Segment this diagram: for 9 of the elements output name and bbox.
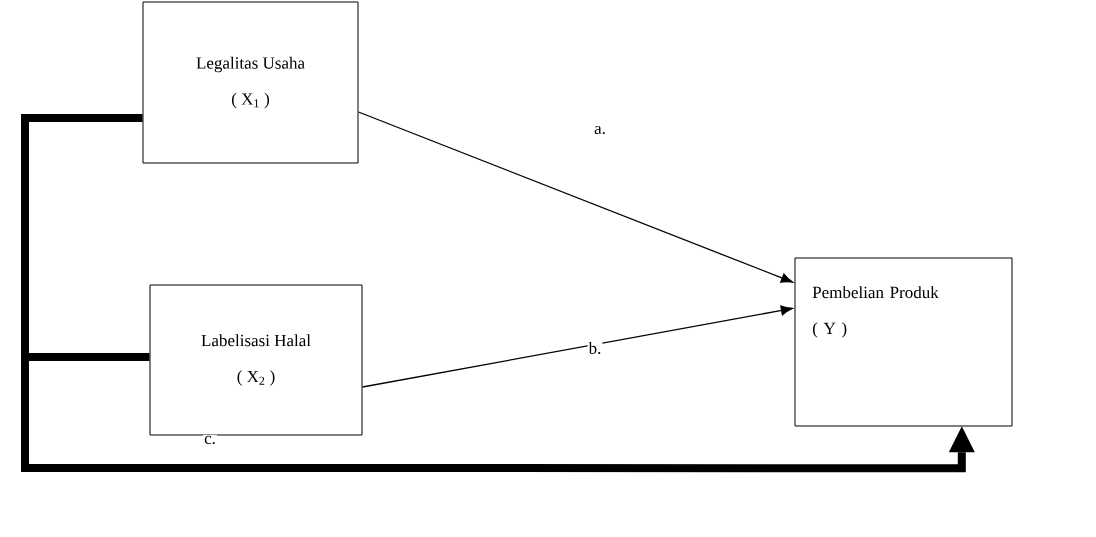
arrow (357, 111, 794, 283)
variable-box: Legalitas Usaha ( X$_{1}$ ) (142, 1, 359, 164)
arrow (361, 305, 793, 388)
edge-label: b. (588, 342, 601, 354)
edge-label: a. (594, 125, 605, 135)
variable-box: Pembelian Produk ( Y ) (794, 257, 1013, 427)
variable-box: Labelisasi Halal ( X$_{2}$ ) (149, 284, 363, 436)
bracket-arrow (21, 114, 975, 473)
edge-label: c. (204, 435, 215, 445)
